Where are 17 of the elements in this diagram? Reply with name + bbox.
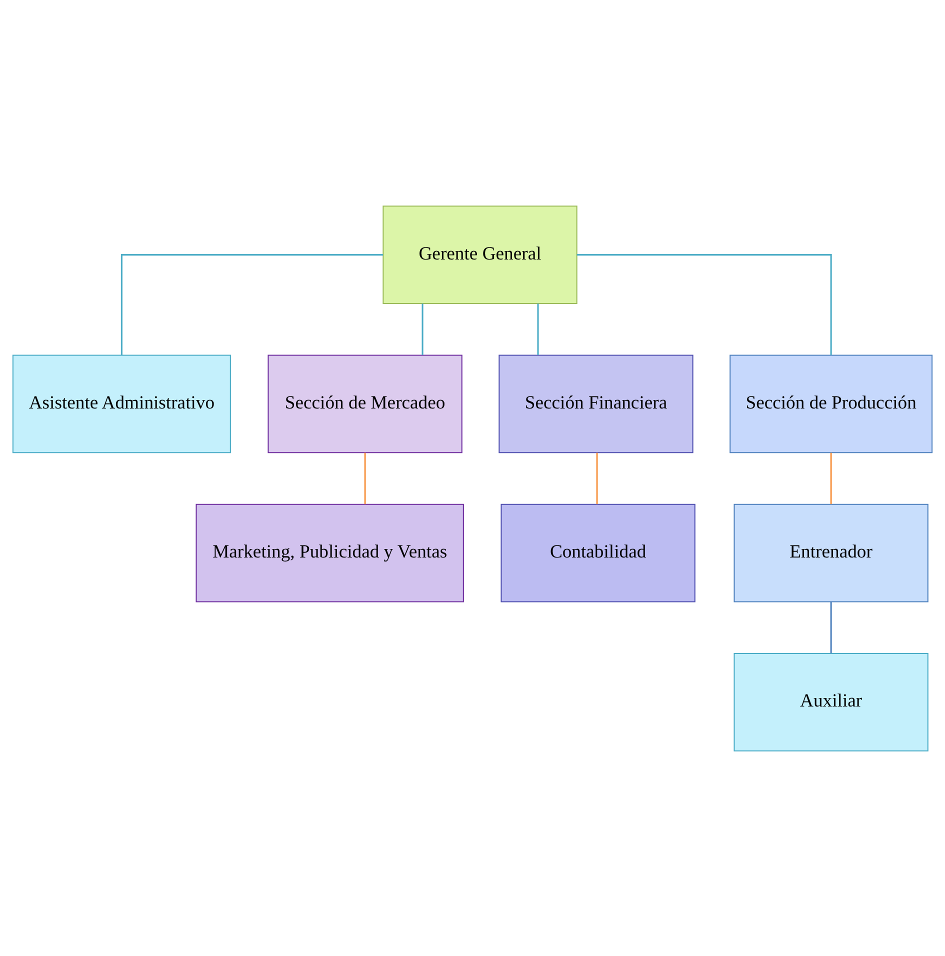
connector bbox=[596, 452, 598, 504]
connector bbox=[830, 601, 832, 653]
node-box: Auxiliar bbox=[734, 652, 928, 751]
node-box: Sección de Producción bbox=[730, 354, 933, 453]
connector bbox=[422, 303, 424, 354]
node-box: Entrenador bbox=[734, 503, 928, 602]
connector bbox=[120, 254, 384, 355]
node-box: Asistente Administrativo bbox=[12, 354, 231, 453]
connector bbox=[576, 254, 832, 355]
node-box: Sección Financiera bbox=[498, 354, 694, 453]
node-box: Sección de Mercadeo bbox=[268, 354, 462, 453]
node-box: Gerente General bbox=[382, 205, 578, 304]
connector bbox=[364, 452, 366, 504]
node-box: Marketing, Publicidad y Ventas bbox=[196, 503, 464, 602]
connector bbox=[830, 452, 832, 504]
node-box: Contabilidad bbox=[500, 503, 696, 602]
connector bbox=[537, 303, 539, 354]
